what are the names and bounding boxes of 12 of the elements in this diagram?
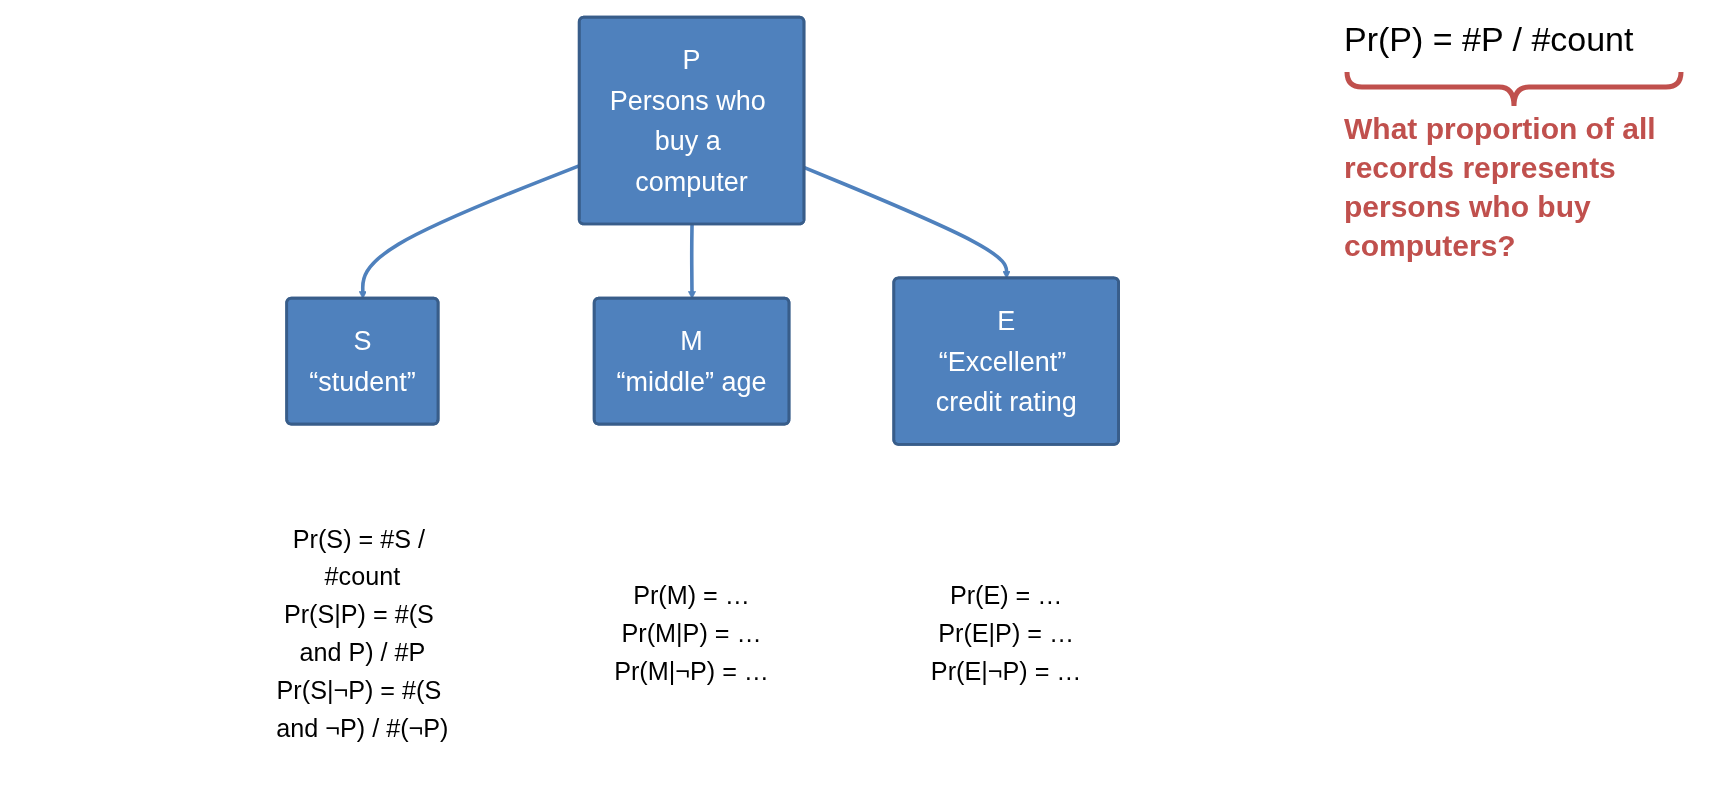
note-text: What proportion of all records represents persons who buy computers? <box>1344 111 1657 264</box>
node-label: Pr(S|¬P) = #(S and ¬P) / #(¬P) <box>276 676 449 742</box>
node-label: Pr(M) = … <box>633 581 750 610</box>
node-label: Pr(E|¬P) = … <box>930 657 1082 686</box>
arrow <box>688 224 696 299</box>
node-label: Pr(M|P) = … <box>621 619 762 648</box>
formula-text: Pr(P) = #P / #count <box>1344 20 1635 59</box>
node-label: Pr(E) = … <box>949 581 1063 610</box>
node-label: Pr(S|P) = #(S and P) / #P <box>283 600 434 667</box>
node-label: Pr(M|¬P) = … <box>614 657 769 686</box>
node-label: Pr(E|P) = … <box>938 619 1075 648</box>
node-label: Pr(S) = #S / #count <box>292 525 426 591</box>
